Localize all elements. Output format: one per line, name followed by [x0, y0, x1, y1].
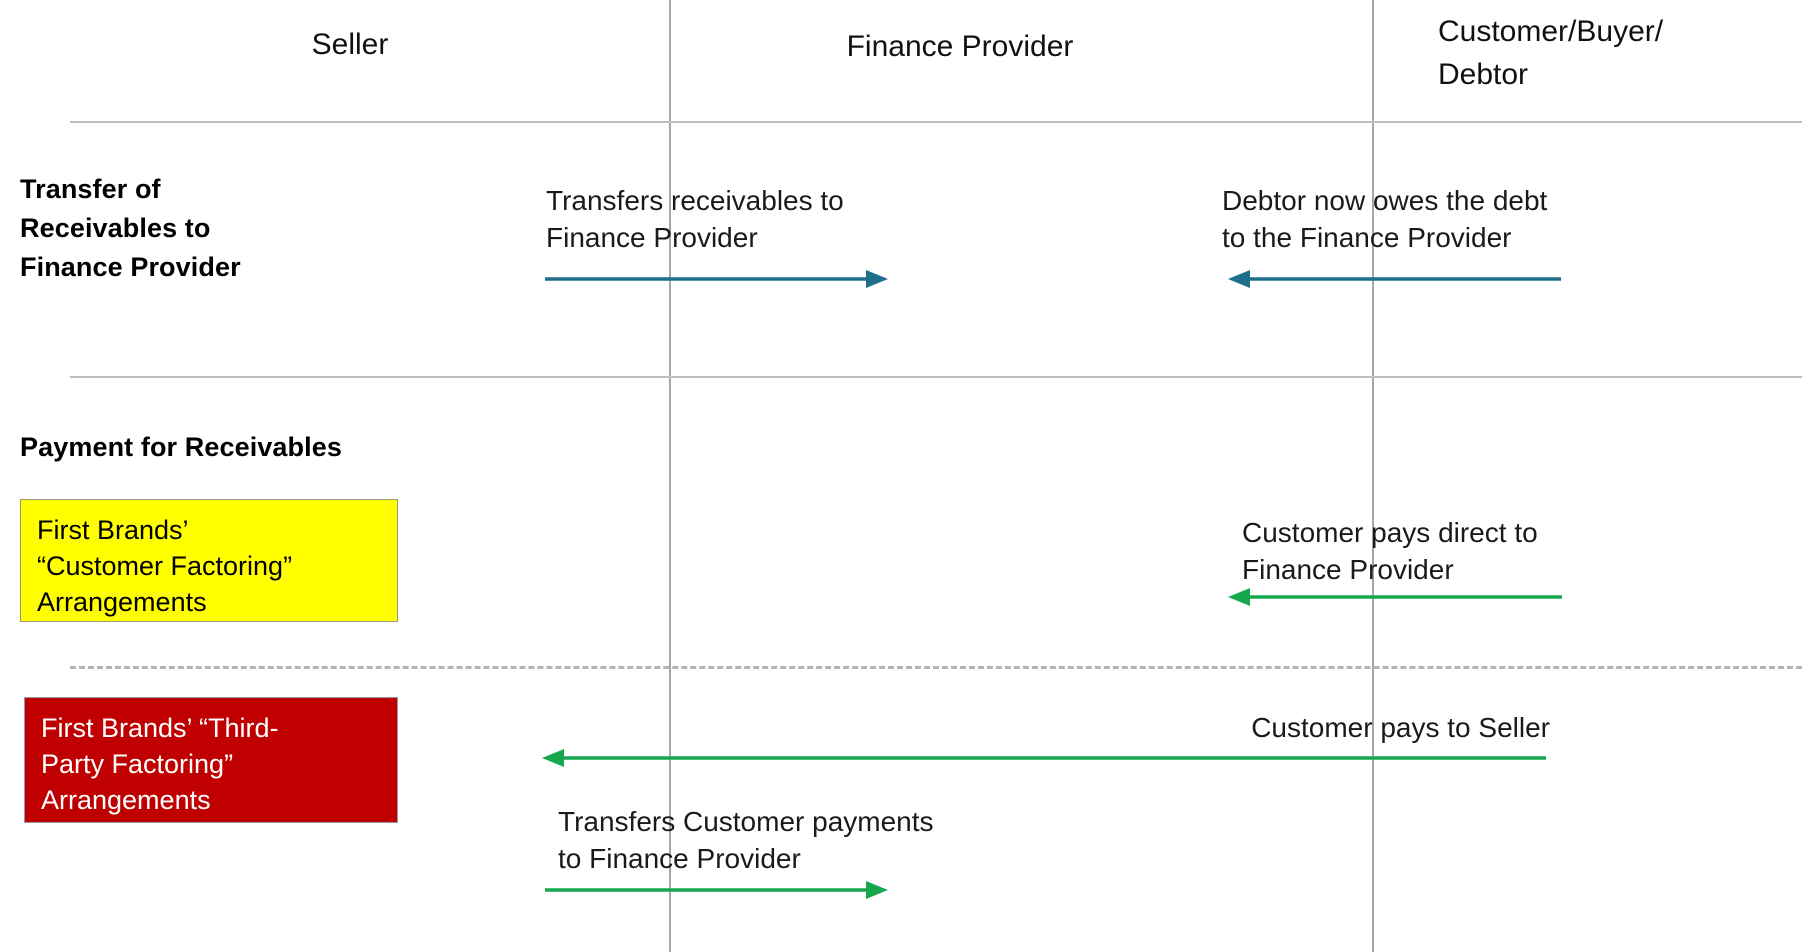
lane-divider-seller-finance [669, 0, 671, 952]
header-rule [70, 121, 1802, 123]
section-label-payment-for-receivables: Payment for Receivables [20, 432, 342, 462]
highlight-box-third-party-factoring: First Brands’ “Third- Party Factoring” A… [24, 697, 398, 823]
section-rule [70, 376, 1802, 378]
flow-label-customer-pays-direct-to-fp: Customer pays direct to Finance Provider [1242, 517, 1538, 585]
flow-label-debtor-owes-fp: Debtor now owes the debt to the Finance … [1222, 185, 1548, 253]
flow-label-transfers-receivables-to-fp: Transfers receivables to Finance Provide… [546, 185, 844, 253]
flow-label-transfers-customer-payments-to-fp: Transfers Customer payments to Finance P… [558, 806, 934, 874]
column-header-finance-provider: Finance Provider [846, 30, 1074, 63]
flow-arrow-debtor-owes-fp [1228, 270, 1561, 288]
column-header-seller: Seller [311, 28, 389, 61]
section-label-transfer-of-receivables: Transfer of Receivables to Finance Provi… [20, 174, 241, 282]
flow-arrow-customer-pays-to-seller [542, 749, 1546, 767]
column-header-customer-buyer-debtor: Customer/Buyer/ Debtor [1438, 15, 1664, 91]
flow-label-customer-pays-to-seller: Customer pays to Seller [1251, 712, 1550, 743]
flow-arrow-transfers-receivables-to-fp [545, 270, 888, 288]
flow-arrow-customer-pays-direct-to-fp [1228, 588, 1562, 606]
flow-arrow-transfers-customer-payments-to-fp [545, 881, 888, 899]
factoring-type-divider [70, 666, 1802, 669]
highlight-box-customer-factoring: First Brands’ “Customer Factoring” Arran… [20, 499, 398, 622]
lane-divider-finance-customer [1372, 0, 1374, 952]
